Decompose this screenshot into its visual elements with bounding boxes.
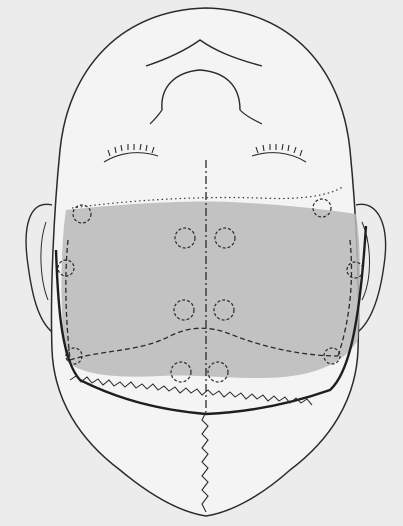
shaded-region	[62, 202, 361, 378]
